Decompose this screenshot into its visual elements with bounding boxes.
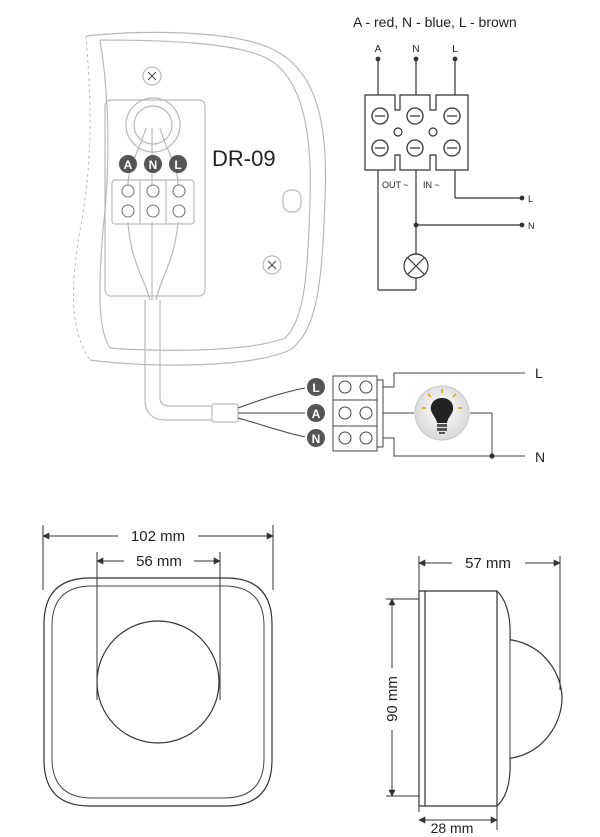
- model-label: DR-09: [212, 146, 276, 171]
- terminal-badge-l: L: [169, 155, 187, 173]
- side-view: 57 mm 90 mm 28 mm: [384, 555, 563, 836]
- schematic-terminal-block: [364, 94, 469, 171]
- svg-text:N: N: [312, 432, 321, 446]
- x-screw-icon: [142, 66, 162, 86]
- terminal-badge-a: A: [307, 404, 325, 422]
- light-bulb-icon: [414, 385, 470, 441]
- wiring-block: L A N L N: [307, 365, 545, 465]
- terminal-badge-n: N: [144, 155, 162, 173]
- sensor-lens: [125, 97, 181, 153]
- device-wires: [127, 127, 179, 301]
- schematic-line-l: L: [528, 194, 533, 204]
- svg-text:L: L: [312, 381, 319, 395]
- dim-base-depth: 28 mm: [431, 820, 474, 836]
- svg-text:A: A: [312, 407, 321, 421]
- svg-text:L: L: [174, 158, 181, 172]
- dim-height: 90 mm: [384, 676, 401, 722]
- dim-width-inner: 56 mm: [136, 553, 182, 570]
- terminal-badge-l: L: [307, 378, 325, 396]
- schematic: A N L OUT ~ IN ~ L N: [364, 44, 535, 291]
- schematic-label-a: A: [375, 44, 382, 55]
- schematic-label-l: L: [452, 44, 458, 55]
- svg-text:N: N: [149, 158, 158, 172]
- device-terminal-block: [111, 179, 195, 225]
- terminal-badge-n: N: [307, 429, 325, 447]
- device-cable: [144, 300, 306, 438]
- schematic-line-n: N: [528, 221, 535, 231]
- svg-text:A: A: [124, 158, 133, 172]
- out-label: OUT ~: [382, 180, 409, 190]
- schematic-label-n: N: [412, 44, 419, 55]
- x-screw-icon: [262, 255, 282, 275]
- connector-block: [332, 375, 384, 452]
- front-view: 102 mm 56 mm: [42, 525, 274, 807]
- device-terminal-badges: A N L: [119, 155, 187, 173]
- wiring-line-n: N: [535, 449, 545, 465]
- wiring-line-l: L: [535, 365, 543, 381]
- dim-depth: 57 mm: [465, 555, 511, 572]
- color-legend: A - red, N - blue, L - brown: [353, 14, 517, 30]
- lamp-cross-icon: [403, 253, 429, 279]
- in-label: IN ~: [423, 180, 440, 190]
- device-housing: [72, 31, 327, 366]
- terminal-badge-a: A: [119, 155, 137, 173]
- dim-width-outer: 102 mm: [131, 528, 185, 545]
